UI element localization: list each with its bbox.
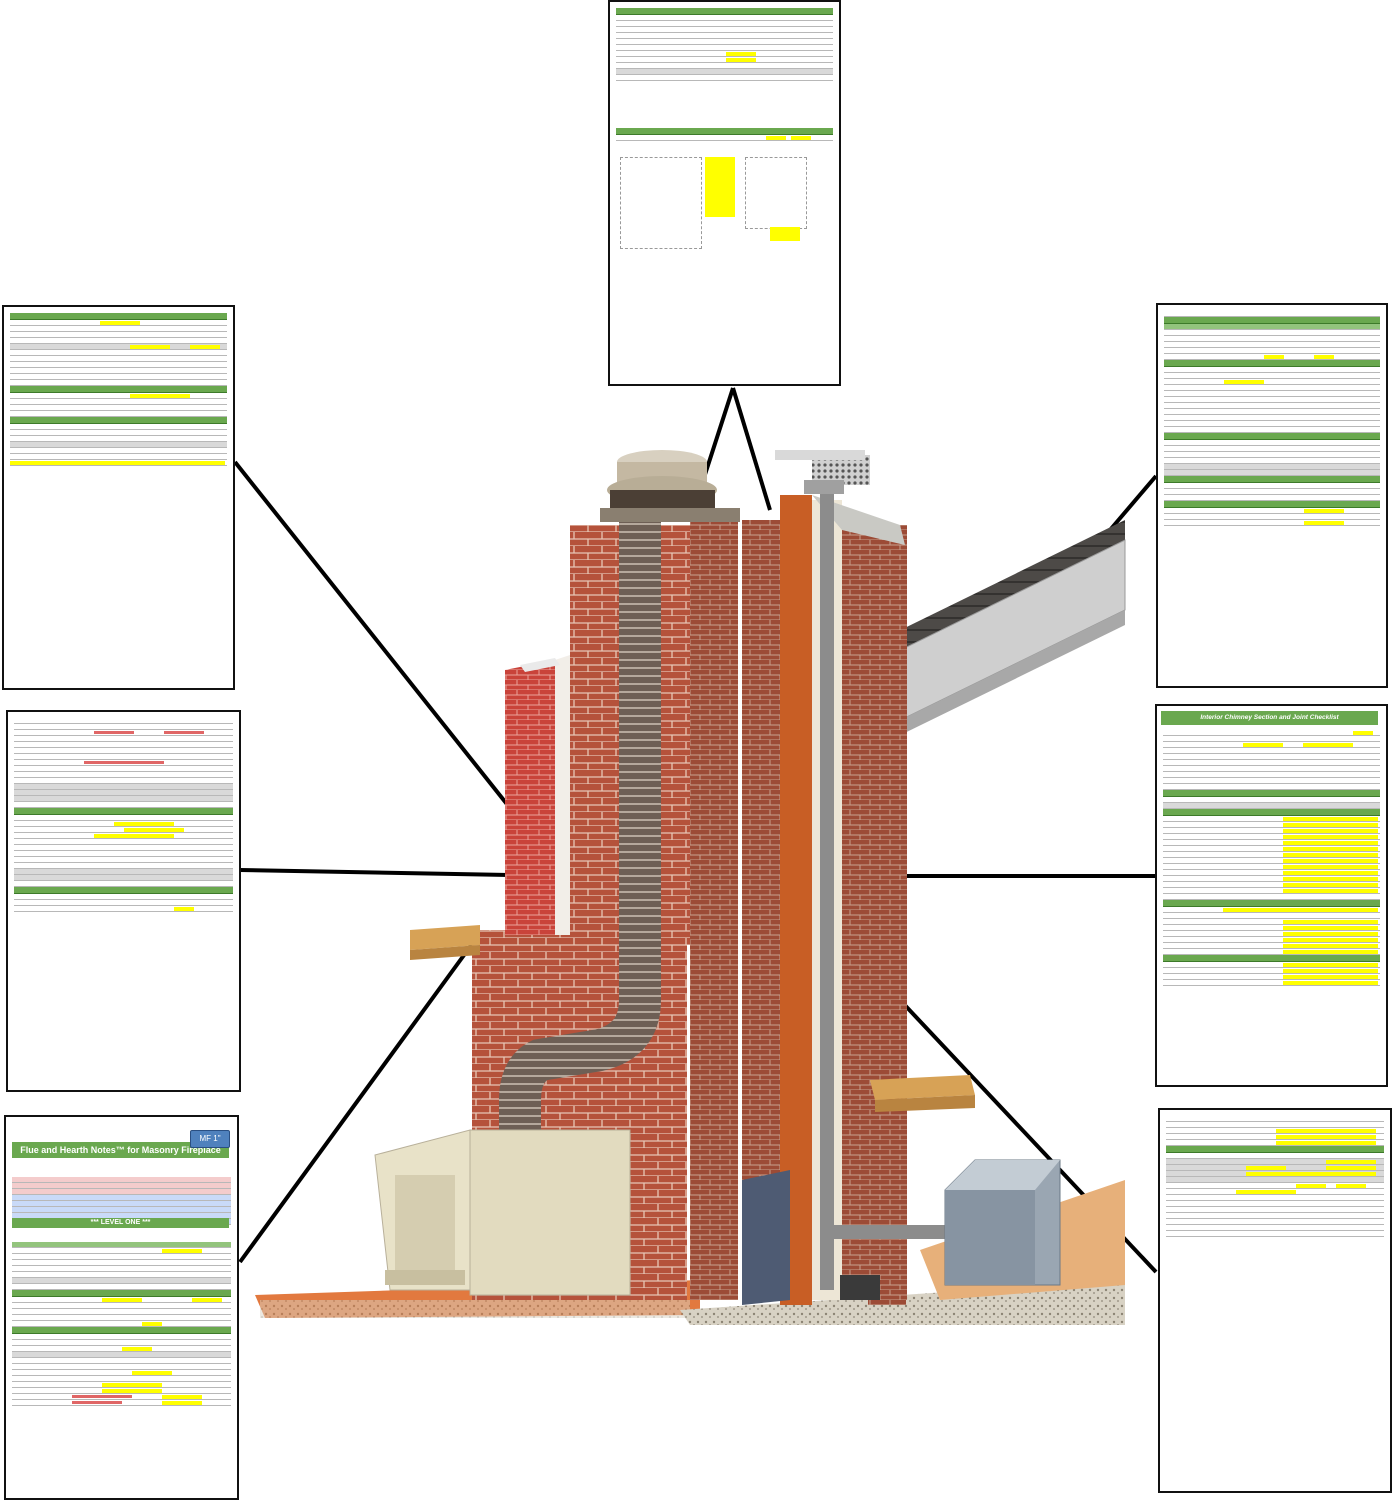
right-top-checklist-sheet [1156, 303, 1388, 688]
notes-sheet-title: Flue and Hearth Notes™ for Masonry Firep… [12, 1142, 229, 1158]
left-top-checklist-sheet [2, 305, 235, 690]
bottom-right-checklist-sheet [1158, 1108, 1392, 1493]
right-chimney [742, 450, 1061, 1305]
firebox-insert [374, 1129, 631, 1296]
chimney-cap [600, 450, 740, 522]
bottom-left-notes-sheet [4, 1115, 239, 1500]
right-middle-checklist-sheet [1155, 704, 1388, 1087]
connector-lines [233, 387, 1158, 1274]
level-one-label: *** LEVEL ONE *** [12, 1218, 229, 1228]
yellow-input-block [770, 227, 800, 241]
roof-section [869, 520, 1126, 750]
diagram-sketch-left [620, 157, 702, 249]
diagram-sketch-right [745, 157, 807, 229]
yellow-input-block [705, 157, 735, 217]
flue-liner [499, 500, 661, 1140]
top-checklist-sheet [608, 0, 841, 386]
interior-checklist-title: Interior Chimney Section and Joint Check… [1161, 711, 1378, 725]
left-middle-checklist-sheet [6, 710, 241, 1092]
notes-sheet-badge[interactable]: MF 1" [190, 1130, 230, 1148]
